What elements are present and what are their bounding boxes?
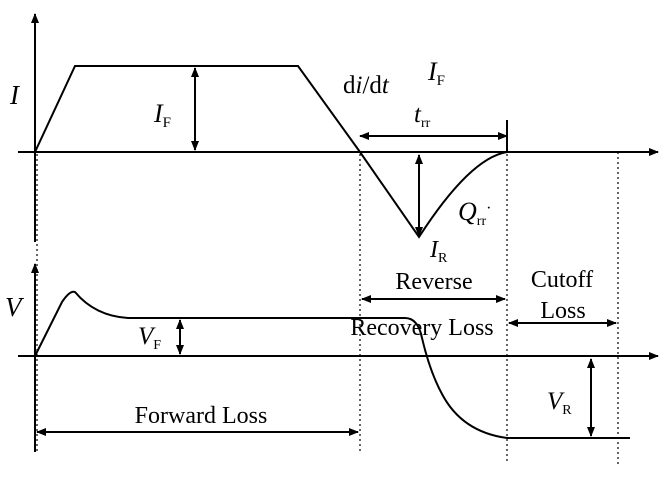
reverse-peak-label: IR	[429, 237, 448, 266]
voltage-waveform	[34, 290, 630, 439]
reverse-recovery-label-line1: Reverse	[395, 269, 472, 295]
recovery-time-label: trr	[414, 101, 431, 131]
cutoff-loss-label-line2: Loss	[540, 298, 585, 324]
current-waveform	[34, 65, 635, 239]
recovery-charge-label: Qrr·	[458, 197, 491, 229]
guide-lines	[36, 152, 619, 464]
cutoff-loss-label-line1: Cutoff	[531, 267, 593, 293]
slope-label: di/dt	[343, 72, 390, 99]
forward-current-label: IF	[153, 99, 171, 131]
voltage-axis-label: V	[5, 292, 25, 322]
reverse-recovery-label-line2: Recovery Loss	[350, 315, 493, 341]
forward-voltage-label: VF	[138, 323, 161, 353]
peak-current-label: IF	[427, 57, 445, 89]
forward-loss-label: Forward Loss	[135, 403, 268, 429]
current-axis-label: I	[9, 80, 21, 110]
reverse-voltage-label: VR	[547, 388, 572, 418]
